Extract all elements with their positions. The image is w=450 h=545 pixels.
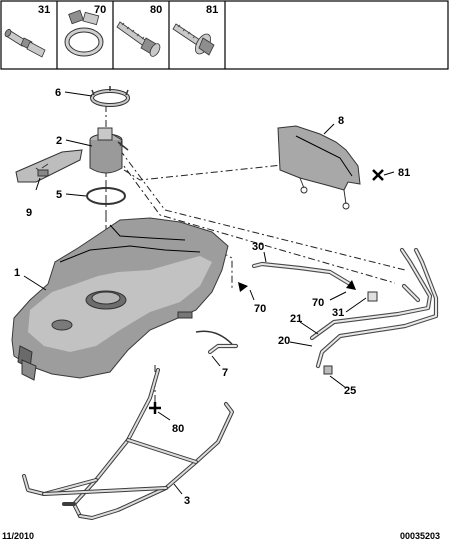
callout-30: 30	[252, 241, 264, 253]
callout-5: 5	[56, 189, 62, 201]
callout-7: 7	[222, 367, 228, 379]
connector-31-part	[367, 291, 378, 302]
fuel-pump-assembly	[89, 127, 129, 174]
callout-3: 3	[184, 495, 190, 507]
locking-ring	[90, 86, 130, 107]
arrow-marker-70b	[346, 280, 356, 290]
flange-bolt-icon	[172, 23, 215, 56]
header-ref-31: 31	[38, 4, 50, 16]
seal-ring	[86, 187, 126, 205]
fuel-pipes	[309, 247, 439, 375]
callout-80: 80	[172, 423, 184, 435]
connector-icon	[4, 28, 46, 58]
header-ref-81: 81	[206, 4, 218, 16]
callout-20: 20	[278, 335, 290, 347]
callout-6: 6	[55, 87, 61, 99]
callout-2: 2	[56, 135, 62, 147]
callout-8: 8	[338, 115, 344, 127]
callout-70-right: 70	[312, 297, 324, 309]
heat-shield	[277, 125, 361, 210]
callout-25: 25	[344, 385, 356, 397]
callout-1: 1	[14, 267, 20, 279]
footer-code: 00035203	[400, 531, 440, 541]
callout-70-left: 70	[254, 303, 266, 315]
cross-marker-81	[372, 169, 384, 181]
callouts: 6 2 5 9 1 8 81 30 70 70 31 21 20 25 7 80…	[14, 87, 410, 507]
tank-cradle	[22, 368, 234, 520]
header-ref-70: 70	[94, 4, 106, 16]
callout-81: 81	[398, 167, 410, 179]
fuel-tank	[11, 217, 229, 381]
arrow-marker-70a	[238, 282, 248, 292]
hose-clamp-icon	[64, 9, 104, 57]
hose-7	[195, 330, 239, 355]
markers	[149, 169, 384, 414]
hose-30	[251, 261, 353, 287]
cross-marker-80	[149, 402, 161, 414]
header-parts-table: 31 70 80 81	[0, 0, 449, 70]
footer-date: 11/2010	[2, 531, 34, 541]
callout-9: 9	[26, 207, 32, 219]
header-ref-80: 80	[150, 4, 162, 16]
bracket-9	[15, 149, 83, 183]
callout-31: 31	[332, 307, 344, 319]
bolt-icon	[116, 21, 161, 57]
leader-lines	[23, 91, 395, 495]
callout-21: 21	[290, 313, 302, 325]
